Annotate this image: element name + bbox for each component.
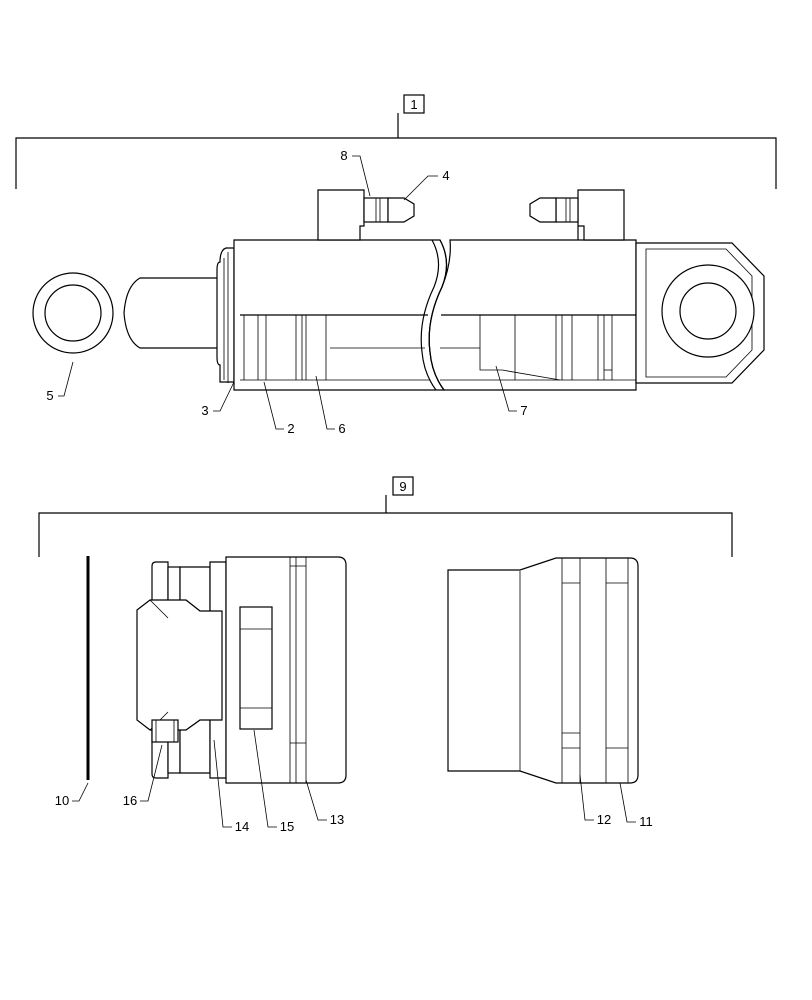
- clevis-end: [635, 242, 765, 384]
- piston-rod: [123, 277, 221, 349]
- port-fitting-right: [529, 197, 579, 223]
- callout-5[interactable]: 5: [46, 388, 53, 403]
- port-block-right: [577, 189, 625, 241]
- bearing-assembly: [447, 557, 639, 784]
- cylinder-assembly: [32, 189, 765, 391]
- rod-eye: [32, 272, 114, 354]
- callout-10[interactable]: 10: [55, 793, 69, 808]
- callout-2[interactable]: 2: [287, 421, 294, 436]
- assembly-9-bracket: 9: [38, 476, 733, 557]
- callout-16[interactable]: 16: [123, 793, 137, 808]
- callout-15[interactable]: 15: [280, 819, 294, 834]
- port-fitting-left: [363, 197, 415, 223]
- piston-assembly: [136, 556, 347, 784]
- cylinder-callouts: 8 4 5 3 2 6 7: [46, 148, 527, 436]
- callout-14[interactable]: 14: [235, 819, 249, 834]
- callout-13[interactable]: 13: [330, 812, 344, 827]
- callout-6[interactable]: 6: [338, 421, 345, 436]
- callout-9[interactable]: 9: [399, 479, 406, 494]
- callout-12[interactable]: 12: [597, 812, 611, 827]
- port-block-left: [317, 189, 365, 241]
- assembly-1-bracket: 1: [15, 94, 777, 189]
- callout-7[interactable]: 7: [520, 403, 527, 418]
- callout-11[interactable]: 11: [639, 814, 653, 829]
- callout-8[interactable]: 8: [340, 148, 347, 163]
- callout-3[interactable]: 3: [201, 403, 208, 418]
- callout-4[interactable]: 4: [442, 168, 449, 183]
- lower-callouts: 10 16 14 15 13 12 11: [55, 729, 653, 834]
- callout-1[interactable]: 1: [410, 97, 417, 112]
